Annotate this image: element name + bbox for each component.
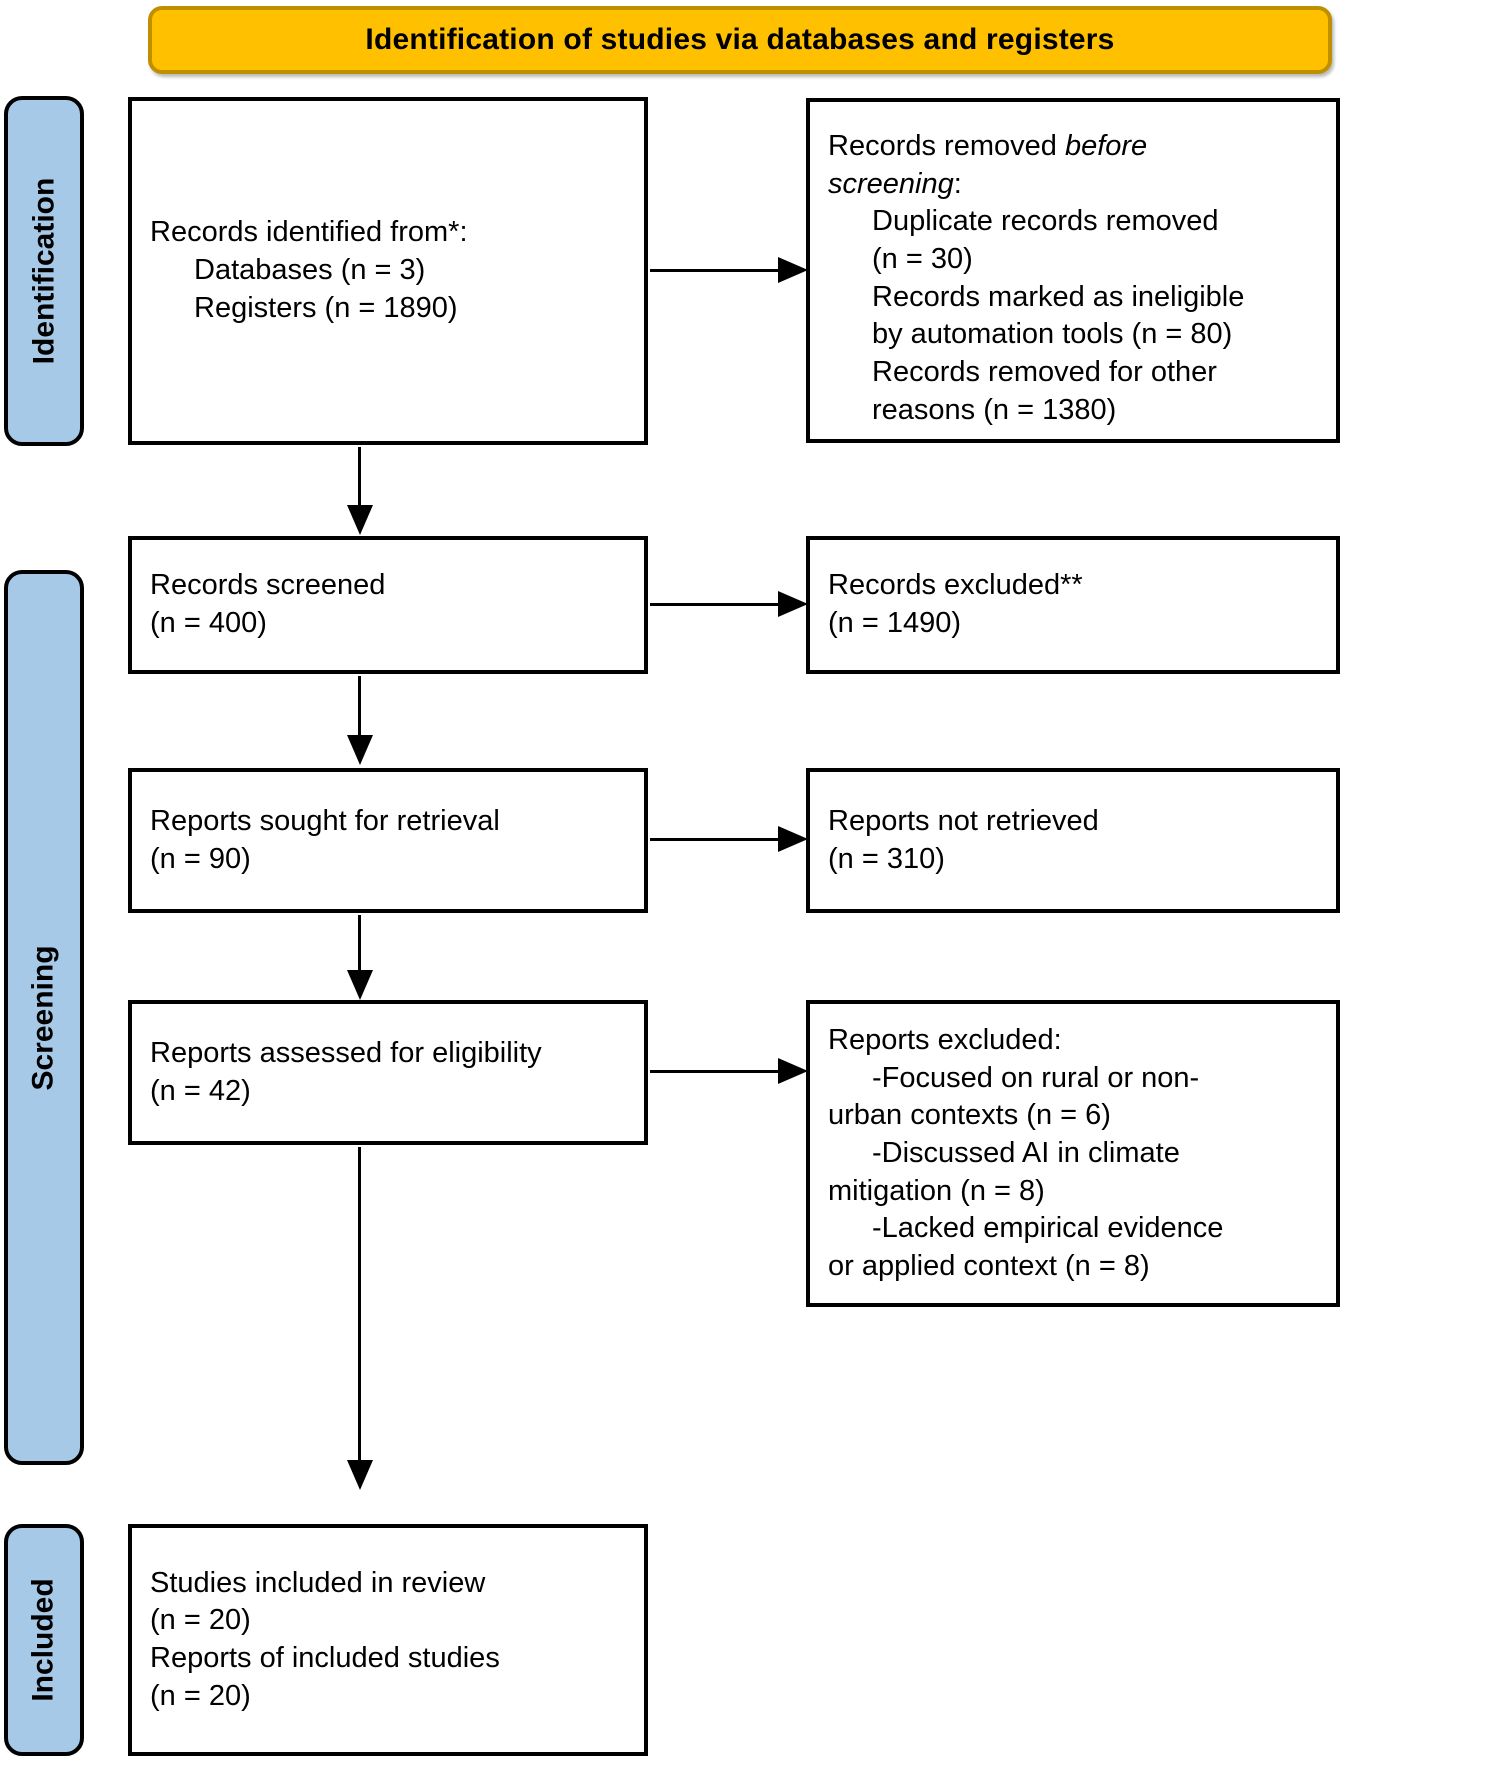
records-identified-line-0: Records identified from*: xyxy=(150,216,468,249)
records-removed-title-line-1: Records removed before xyxy=(828,128,1318,166)
studies-included-line-3: (n = 20) xyxy=(150,1679,251,1712)
stage-bar-identification: Identification xyxy=(4,96,84,446)
box-records-removed: Records removed before screening: Duplic… xyxy=(806,98,1340,443)
reports-excluded-item-3: mitigation (n = 8) xyxy=(828,1174,1045,1207)
records-removed-item-3: by automation tools (n = 80) xyxy=(872,318,1233,351)
box-records-screened: Records screened (n = 400) xyxy=(128,536,648,674)
studies-included-line-1: (n = 20) xyxy=(150,1604,251,1637)
records-screened-line-1: (n = 400) xyxy=(150,607,267,639)
records-removed-title-plain: Records removed xyxy=(828,130,1065,162)
studies-included-line-2: Reports of included studies xyxy=(150,1642,500,1674)
reports-assessed-line-1: (n = 42) xyxy=(150,1074,251,1107)
records-removed-item-5: reasons (n = 1380) xyxy=(872,393,1117,426)
reports-excluded-item-5: or applied context (n = 8) xyxy=(828,1250,1150,1283)
records-removed-item-4: Records removed for other xyxy=(872,356,1217,389)
header-banner: Identification of studies via databases … xyxy=(148,6,1332,74)
header-title: Identification of studies via databases … xyxy=(365,23,1115,56)
studies-included-line-0: Studies included in review xyxy=(150,1566,486,1599)
records-identified-line-1: Databases (n = 3) xyxy=(194,254,426,287)
records-identified-line-2: Registers (n = 1890) xyxy=(194,291,458,324)
reports-not-retrieved-line-1: (n = 310) xyxy=(828,842,945,875)
reports-excluded-item-1: urban contexts (n = 6) xyxy=(828,1099,1111,1132)
stage-bar-screening: Screening xyxy=(4,570,84,1465)
box-records-excluded: Records excluded** (n = 1490) xyxy=(806,536,1340,674)
records-excluded-line-0: Records excluded** xyxy=(828,569,1083,602)
reports-not-retrieved-line-0: Reports not retrieved xyxy=(828,804,1099,837)
box-reports-sought: Reports sought for retrieval (n = 90) xyxy=(128,768,648,913)
box-reports-assessed: Reports assessed for eligibility (n = 42… xyxy=(128,1000,648,1145)
stage-label-identification: Identification xyxy=(27,177,61,365)
box-reports-not-retrieved: Reports not retrieved (n = 310) xyxy=(806,768,1340,913)
records-screened-line-0: Records screened xyxy=(150,569,386,602)
stage-label-included: Included xyxy=(27,1578,60,1702)
box-records-identified: Records identified from*: Databases (n =… xyxy=(128,97,648,445)
records-removed-item-0: Duplicate records removed xyxy=(872,205,1219,238)
reports-sought-line-1: (n = 90) xyxy=(150,842,251,875)
records-removed-title-italic-1: before xyxy=(1064,130,1148,162)
records-removed-item-2: Records marked as ineligible xyxy=(872,280,1245,313)
reports-excluded-item-4: -Lacked empirical evidence xyxy=(872,1212,1224,1245)
reports-sought-line-0: Reports sought for retrieval xyxy=(150,804,500,837)
stage-bar-included: Included xyxy=(4,1524,84,1756)
reports-excluded-item-0: -Focused on rural or non- xyxy=(872,1061,1200,1094)
records-removed-title-colon: : xyxy=(953,167,962,200)
records-removed-title-italic-2: screening xyxy=(828,167,954,200)
reports-excluded-item-2: -Discussed AI in climate xyxy=(872,1137,1180,1170)
records-removed-item-1: (n = 30) xyxy=(872,243,973,276)
box-reports-excluded: Reports excluded: -Focused on rural or n… xyxy=(806,1000,1340,1307)
box-studies-included: Studies included in review (n = 20) Repo… xyxy=(128,1524,648,1756)
records-removed-title-line-2: screening: xyxy=(828,166,1318,204)
reports-assessed-line-0: Reports assessed for eligibility xyxy=(150,1036,542,1069)
reports-excluded-title: Reports excluded: xyxy=(828,1024,1062,1056)
records-excluded-line-1: (n = 1490) xyxy=(828,607,962,639)
stage-label-screening: Screening xyxy=(27,944,60,1091)
